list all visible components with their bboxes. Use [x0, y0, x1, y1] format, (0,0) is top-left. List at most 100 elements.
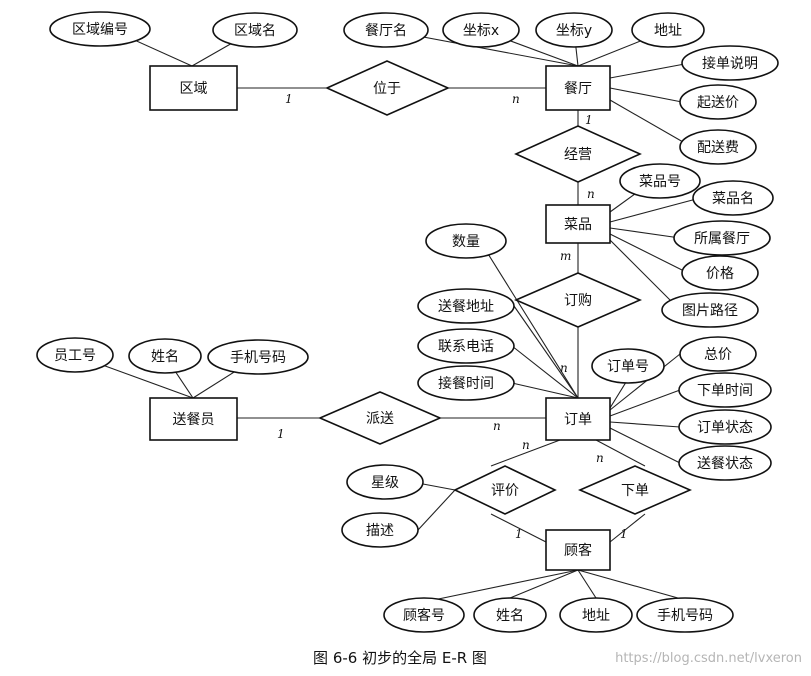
cardinality-dingdan-xiadan: n — [596, 451, 604, 465]
attribute-jiedanshuoming: 接单说明 — [681, 45, 779, 81]
attribute-suoshucanting: 所属餐厅 — [673, 220, 771, 256]
attribute-label: 数量 — [452, 234, 480, 250]
relationship-label: 经营 — [564, 147, 592, 163]
attribute-label: 手机号码 — [230, 350, 286, 366]
attribute-qisongjia: 起送价 — [679, 84, 757, 120]
cardinality-canting-jingying: 1 — [585, 113, 593, 127]
entity-label: 订单 — [564, 412, 592, 428]
attribute-jiage: 价格 — [681, 255, 759, 291]
attribute-label: 地址 — [654, 23, 682, 39]
attribute-label: 所属餐厅 — [694, 231, 750, 247]
relationship-label: 下单 — [621, 483, 649, 499]
figure-caption: 图 6-6 初步的全局 E-R 图 — [313, 649, 487, 667]
cardinality-caipin-dinggou: m — [560, 249, 571, 263]
entity-guke: 顾客 — [545, 529, 611, 571]
entity-label: 顾客 — [564, 542, 592, 559]
attribute-dingdanzhuangtai: 订单状态 — [678, 409, 772, 445]
attribute-label: 价格 — [706, 266, 734, 282]
relationship-paisong: 派送 — [317, 391, 443, 445]
relationship-dinggou: 订购 — [513, 272, 643, 328]
entity-quyu: 区域 — [149, 65, 238, 111]
attribute-label: 地址 — [582, 608, 610, 624]
attribute-zuobiaoy: 坐标y — [535, 12, 613, 48]
attribute-label: 菜品号 — [639, 174, 681, 190]
attribute-tupianlujing: 图片路径 — [661, 292, 759, 328]
attribute-zuobiaox: 坐标x — [442, 12, 520, 48]
attribute-label: 送餐状态 — [697, 456, 753, 472]
attribute-shoujihaoma-courier: 手机号码 — [207, 339, 309, 375]
attribute-yuangonghao: 员工号 — [36, 337, 114, 373]
attribute-label: 星级 — [371, 475, 399, 491]
cardinality-dinggou-dingdan: n — [560, 361, 568, 375]
attribute-shuliang: 数量 — [425, 223, 507, 259]
attribute-label: 下单时间 — [697, 383, 753, 399]
cardinality-dingdan-pingjia: n — [522, 438, 530, 452]
entity-dingdan: 订单 — [545, 397, 611, 441]
relationship-label: 派送 — [366, 411, 394, 427]
attribute-label: 送餐地址 — [438, 299, 494, 315]
relationship-label: 评价 — [491, 483, 519, 499]
attribute-xingming-customer: 姓名 — [473, 597, 547, 633]
cardinality-pingjia-guke: 1 — [515, 527, 523, 541]
attribute-zongjia: 总价 — [679, 336, 757, 372]
attribute-label: 订单号 — [607, 359, 649, 375]
attribute-miaoshu: 描述 — [341, 512, 419, 548]
relationship-label: 位于 — [373, 81, 401, 97]
attribute-label: 区域名 — [234, 23, 276, 39]
cardinality-songcanyuan-paisong: 1 — [277, 427, 285, 441]
attribute-label: 手机号码 — [657, 608, 713, 624]
attribute-quyubianhao: 区域编号 — [49, 11, 151, 47]
attribute-label: 坐标y — [556, 23, 592, 39]
cardinality-weiyu-canting: n — [512, 92, 520, 106]
attribute-label: 配送费 — [697, 140, 739, 156]
attribute-shoujihaoma-customer: 手机号码 — [636, 597, 734, 633]
entity-label: 区域 — [180, 81, 208, 97]
attribute-label: 起送价 — [697, 95, 739, 111]
attribute-label: 联系电话 — [438, 339, 494, 355]
cardinality-paisong-dingdan: n — [493, 419, 501, 433]
attribute-label: 坐标x — [463, 23, 499, 39]
cardinality-xiadan-guke: 1 — [620, 527, 628, 541]
attribute-peisongfei: 配送费 — [679, 129, 757, 165]
attribute-label: 姓名 — [496, 608, 524, 624]
attribute-label: 姓名 — [151, 349, 179, 365]
relationship-pingjia: 评价 — [453, 465, 557, 515]
cardinality-quyu-weiyu: 1 — [285, 92, 293, 106]
attribute-label: 顾客号 — [403, 607, 445, 624]
relationship-xiadan: 下单 — [577, 465, 693, 515]
attribute-caipinhao: 菜品号 — [619, 163, 701, 199]
cardinality-jingying-caipin: n — [587, 187, 595, 201]
entity-songcanyuan: 送餐员 — [149, 397, 238, 441]
attribute-lianxidianhua: 联系电话 — [417, 328, 515, 364]
attribute-label: 接单说明 — [702, 55, 758, 72]
attribute-label: 图片路径 — [682, 303, 738, 319]
attribute-songcanzhuangtai: 送餐状态 — [678, 445, 772, 481]
attribute-xingji: 星级 — [346, 464, 424, 500]
attribute-quyuming: 区域名 — [212, 12, 298, 48]
attribute-xiadanshijian: 下单时间 — [678, 372, 772, 408]
relationship-label: 订购 — [564, 293, 592, 309]
attribute-dizhi: 地址 — [631, 12, 705, 48]
entity-label: 餐厅 — [564, 81, 592, 97]
relationship-weiyu: 位于 — [325, 60, 450, 116]
attribute-label: 总价 — [704, 347, 732, 363]
attribute-label: 员工号 — [54, 348, 96, 364]
watermark-text: https://blog.csdn.net/lvxeron — [615, 651, 802, 666]
attribute-label: 订单状态 — [697, 420, 753, 436]
entity-caipin: 菜品 — [545, 204, 611, 244]
entity-canting: 餐厅 — [545, 65, 611, 111]
entity-label: 菜品 — [564, 217, 592, 233]
attribute-label: 区域编号 — [72, 22, 128, 38]
relationship-jingying: 经营 — [514, 125, 642, 183]
attribute-label: 描述 — [366, 523, 394, 539]
attribute-label: 接餐时间 — [438, 375, 494, 392]
attribute-xingming-courier: 姓名 — [128, 338, 202, 374]
entity-label: 送餐员 — [173, 412, 215, 428]
attribute-caipinming: 菜品名 — [692, 180, 774, 216]
attribute-gukehao: 顾客号 — [383, 597, 465, 633]
cardinality-labels: 1 n 1 n m n 1 n n n 1 1 — [277, 92, 628, 541]
attribute-label: 菜品名 — [712, 191, 754, 207]
attribute-songcandizhi: 送餐地址 — [417, 288, 515, 324]
attribute-dingdanhao: 订单号 — [591, 348, 665, 384]
